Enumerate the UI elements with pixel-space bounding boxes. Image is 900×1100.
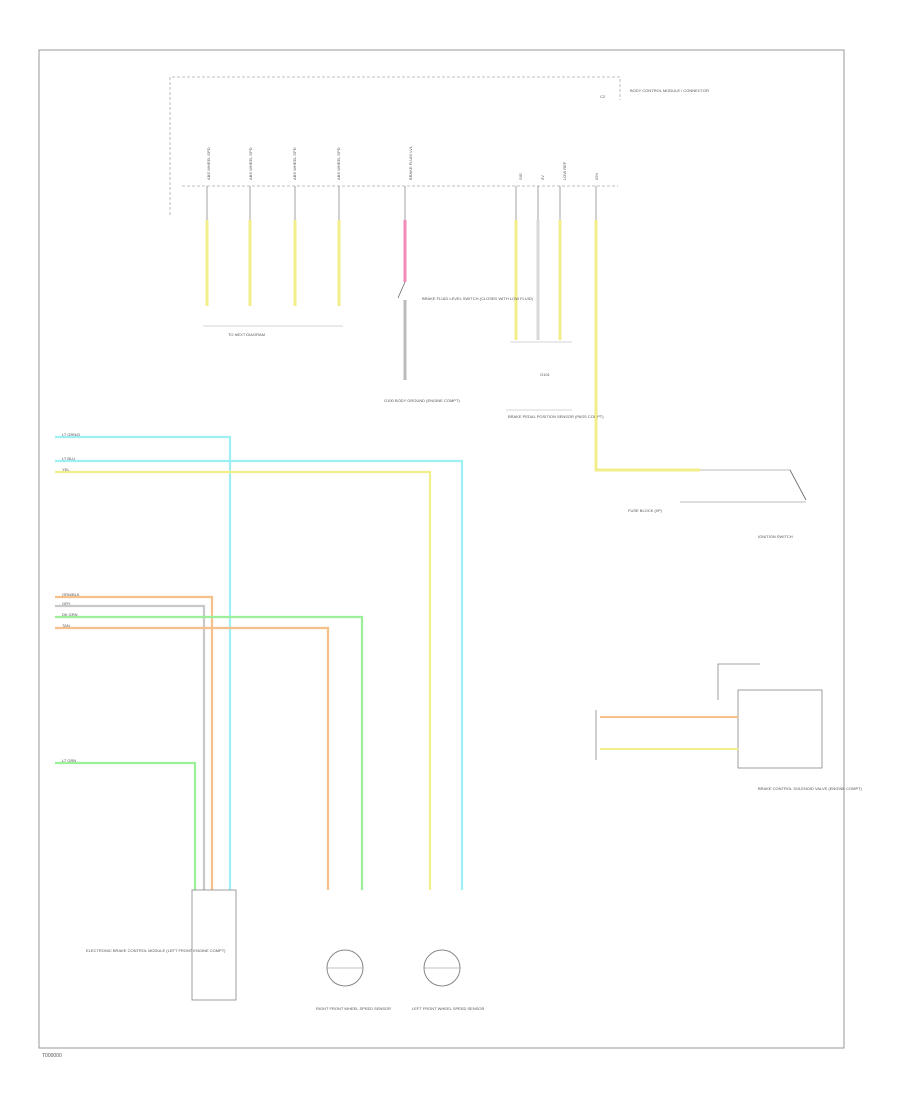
pin-label: IGN: [594, 173, 599, 180]
ignition-label: IGNITION SWITCH: [758, 534, 793, 539]
left-group-note: TO NEXT DIAGRAM: [228, 332, 265, 337]
ground-right-label: G101: [540, 372, 551, 377]
figure-code: T000000: [42, 1053, 62, 1059]
pin-label: 5V: [540, 175, 545, 180]
wire-label: YEL: [62, 467, 70, 472]
wire-label: LT GRN: [62, 758, 76, 763]
bottom-components: ELECTRONIC BRAKE CONTROL MODULE (LEFT FR…: [86, 889, 484, 1011]
ground-left-label: G100 BODY GROUND (ENGINE COMPT): [384, 398, 460, 403]
pin-label: ABS WHEEL SPD: [336, 147, 341, 180]
wire-cyan-2: [55, 459, 464, 890]
top-connector-block: BODY CONTROL MODULE / CONNECTOR C2 ABS W…: [169, 76, 807, 539]
pin-label: ABS WHEEL SPD: [206, 147, 211, 180]
wire-label: DK GRN: [62, 612, 78, 617]
wire-cyan-1: [55, 435, 232, 890]
pin-label: ABS WHEEL SPD: [248, 147, 253, 180]
wire-label: LT GRN/D: [62, 432, 80, 437]
rear-dist-label: FUSE BLOCK (I/P): [628, 508, 663, 513]
wire-yellow-top: [55, 470, 432, 890]
top-ecm-label: BODY CONTROL MODULE / CONNECTOR: [630, 88, 709, 93]
pin-label: SIG: [518, 173, 523, 180]
left-wire-bundle: [55, 435, 464, 890]
wire-green-low: [55, 761, 197, 890]
wire-label: GRY: [62, 601, 71, 606]
module-connector: [191, 889, 237, 1001]
pin-label: ABS WHEEL SPD: [292, 147, 297, 180]
diagram-frame: [38, 49, 845, 1049]
pin-label: LOW REF: [562, 161, 567, 180]
wire-green: [55, 615, 364, 890]
wire-label: LT BLU: [62, 456, 75, 461]
right-sensor-label: RIGHT FRONT WHEEL SPEED SENSOR: [316, 1006, 391, 1011]
pin-label: BRAKE FLUID LVL: [408, 145, 413, 180]
top-ecm-code: C2: [600, 94, 606, 99]
module-label: ELECTRONIC BRAKE CONTROL MODULE (LEFT FR…: [86, 948, 226, 953]
switch-note: BRAKE FLUID LEVEL SWITCH (CLOSED WITH LO…: [422, 296, 534, 301]
wire-yellow-low: [55, 626, 330, 890]
wire-orange: [55, 595, 214, 890]
left-sensor-label: LEFT FRONT WHEEL SPEED SENSOR: [412, 1006, 484, 1011]
wire-gray: [55, 604, 206, 890]
wire-label: ORN/BLK: [62, 592, 80, 597]
wire-label: TAN: [62, 623, 70, 628]
brake-ctrl-label: BRAKE CONTROL SOLENOID VALVE (ENGINE COM…: [758, 786, 863, 791]
wire-ignition: [594, 220, 700, 472]
right-group-label: BRAKE PEDAL POSITION SENSOR (PASS COMPT): [508, 414, 604, 419]
brake-solenoid-block: BRAKE CONTROL SOLENOID VALVE (ENGINE COM…: [595, 663, 863, 791]
